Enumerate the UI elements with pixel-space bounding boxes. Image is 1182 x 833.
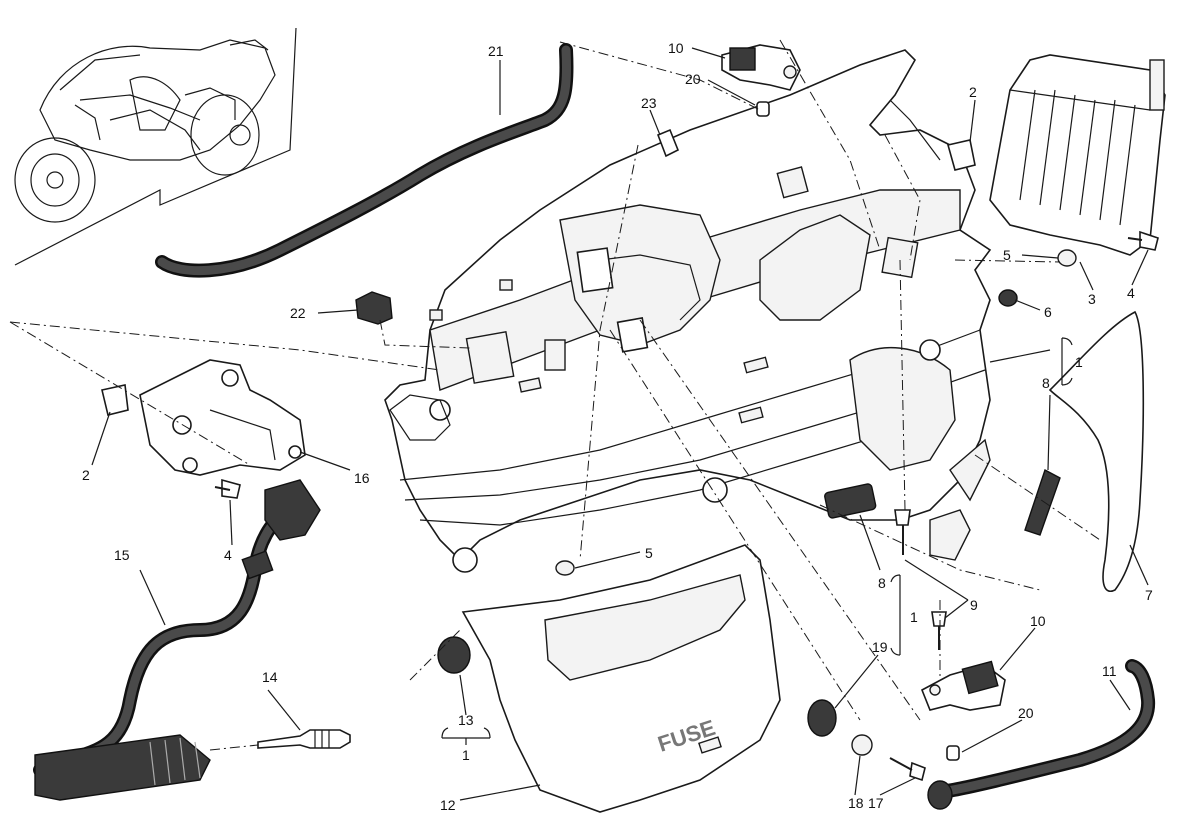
fasteners — [101, 101, 1159, 782]
sensor-housing-16 — [139, 359, 306, 476]
callout-11: 11 — [1102, 663, 1117, 679]
cable-15 — [33, 479, 321, 801]
sensor-10-top — [721, 44, 801, 91]
leader-lines — [91, 47, 1149, 801]
hose-11 — [927, 659, 1156, 810]
callout-21: 21 — [488, 43, 504, 59]
regulator-3 — [989, 54, 1166, 256]
callout-19: 19 — [872, 639, 888, 655]
callout-10-bottom: 10 — [1030, 613, 1046, 629]
callout-4-right: 4 — [1127, 285, 1135, 301]
callout-3: 3 — [1088, 291, 1096, 307]
callout-labels: 21 10 20 23 2 5 3 4 6 1 8 22 2 16 4 15 5… — [82, 40, 1153, 813]
callout-7: 7 — [1145, 587, 1153, 603]
callout-2-right: 2 — [969, 84, 977, 100]
callout-18: 18 — [848, 795, 864, 811]
callout-1-mid: 1 — [910, 609, 918, 625]
callout-5-bottom: 5 — [645, 545, 653, 561]
callout-17: 17 — [868, 795, 884, 811]
callout-4-left: 4 — [224, 547, 232, 563]
seal-strip-8 — [824, 468, 1061, 536]
callout-15: 15 — [114, 547, 130, 563]
airbox-subframe — [384, 49, 992, 573]
side-panel-7 — [1048, 310, 1145, 592]
callout-14: 14 — [262, 669, 278, 685]
callout-20-top: 20 — [685, 71, 701, 87]
callout-6: 6 — [1044, 304, 1052, 320]
callout-1-right: 1 — [1075, 354, 1083, 370]
callout-12: 12 — [440, 797, 456, 813]
assembly-lines — [9, 39, 1101, 751]
callout-1-bottom: 1 — [462, 747, 470, 763]
cover-12: FUSE — [461, 544, 781, 813]
sensor-10-bottom — [920, 660, 1006, 711]
callout-8-right: 8 — [1042, 375, 1050, 391]
callout-8-bottom: 8 — [878, 575, 886, 591]
callout-5-right: 5 — [1003, 247, 1011, 263]
callout-2-left: 2 — [82, 467, 90, 483]
callout-22: 22 — [290, 305, 306, 321]
callout-10-top: 10 — [668, 40, 684, 56]
hose-21 — [155, 43, 574, 278]
callout-23: 23 — [641, 95, 657, 111]
probe-14 — [257, 729, 351, 749]
callout-9: 9 — [970, 597, 978, 613]
motorcycle-thumbnail — [14, 27, 297, 266]
callout-13: 13 — [458, 712, 474, 728]
callout-20-bottom: 20 — [1018, 705, 1034, 721]
callout-16: 16 — [354, 470, 370, 486]
